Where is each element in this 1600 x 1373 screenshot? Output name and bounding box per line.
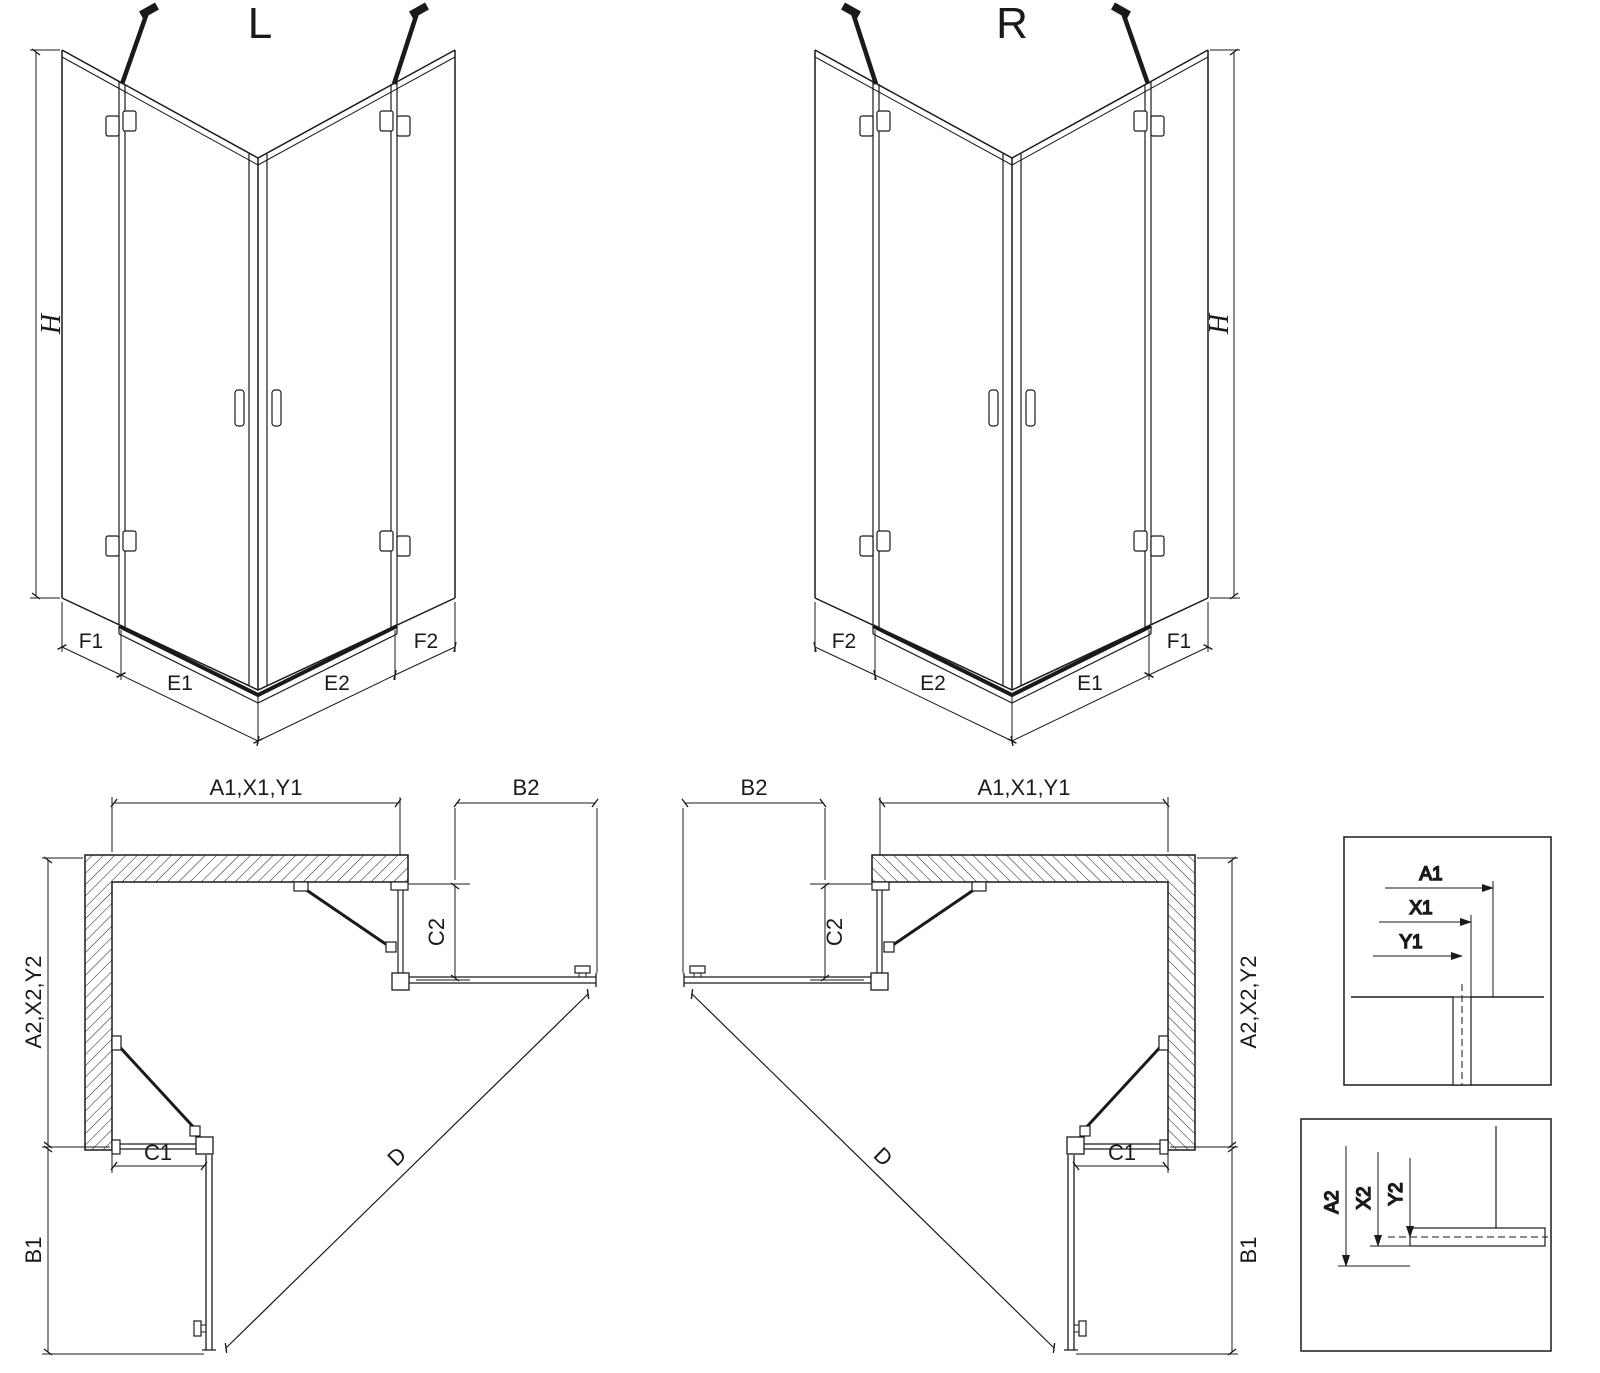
left-plan-view: A1,X1,Y1 B2 C2 A2,X2,Y2 C1 B1 D (21, 775, 597, 1354)
dim-label-c2-rightplan: C2 (822, 918, 847, 946)
detail-label-a2: A2 (1322, 1190, 1343, 1213)
dim-label-e2-left: E2 (324, 672, 350, 695)
dim-label-f1-left: F1 (79, 630, 104, 653)
dim-label-b2-rightplan: B2 (741, 775, 768, 800)
enclosure-plan-drawing (42, 797, 597, 1354)
view-title-right: R (996, 0, 1028, 48)
detail-label-x1: X1 (1409, 898, 1432, 919)
dim-label-h-right: H (1204, 312, 1235, 335)
dim-label-f2-right: F2 (832, 630, 857, 653)
right-3d-view: R H F2 E2 E1 F1 (815, 0, 1240, 744)
dim-label-e1-left: E1 (167, 672, 193, 695)
dim-label-c1-rightplan: C1 (1108, 1140, 1136, 1165)
dim-label-b2-leftplan: B2 (513, 775, 540, 800)
detail-label-y2: Y2 (1386, 1182, 1407, 1205)
dim-label-a1-leftplan: A1,X1,Y1 (210, 775, 303, 800)
dim-label-a1-rightplan: A1,X1,Y1 (978, 775, 1071, 800)
dim-label-b1-leftplan: B1 (21, 1237, 46, 1264)
dim-label-d-rightplan: D (869, 1142, 898, 1171)
dim-label-b1-rightplan: B1 (1236, 1237, 1261, 1264)
detail-label-a1: A1 (1419, 864, 1442, 885)
dim-label-a2-rightplan: A2,X2,Y2 (1236, 956, 1261, 1049)
dim-label-e1-right: E1 (1077, 672, 1103, 695)
view-title-left: L (248, 0, 272, 48)
enclosure-plan-drawing-mirrored (683, 797, 1238, 1354)
detail-label-x2: X2 (1354, 1186, 1375, 1209)
dim-label-e2-right: E2 (920, 672, 946, 695)
detail-label-y1: Y1 (1399, 932, 1422, 953)
dim-label-c1-leftplan: C1 (144, 1140, 172, 1165)
dim-label-d-leftplan: D (382, 1142, 411, 1171)
dim-label-a2-leftplan: A2,X2,Y2 (21, 956, 46, 1049)
dim-label-f1-right: F1 (1167, 630, 1192, 653)
detail-box-top: A1 X1 Y1 (1343, 836, 1552, 1086)
dim-label-h-left: H (36, 312, 67, 335)
dim-label-f2-left: F2 (414, 630, 439, 653)
right-plan-view: B2 A1,X1,Y1 C2 A2,X2,Y2 C1 B1 D (683, 775, 1261, 1354)
left-3d-view: L H F1 E1 E2 F2 (30, 0, 455, 744)
detail-box-bottom: A2 X2 Y2 (1300, 1118, 1552, 1352)
dim-label-c2-leftplan: C2 (424, 918, 449, 946)
